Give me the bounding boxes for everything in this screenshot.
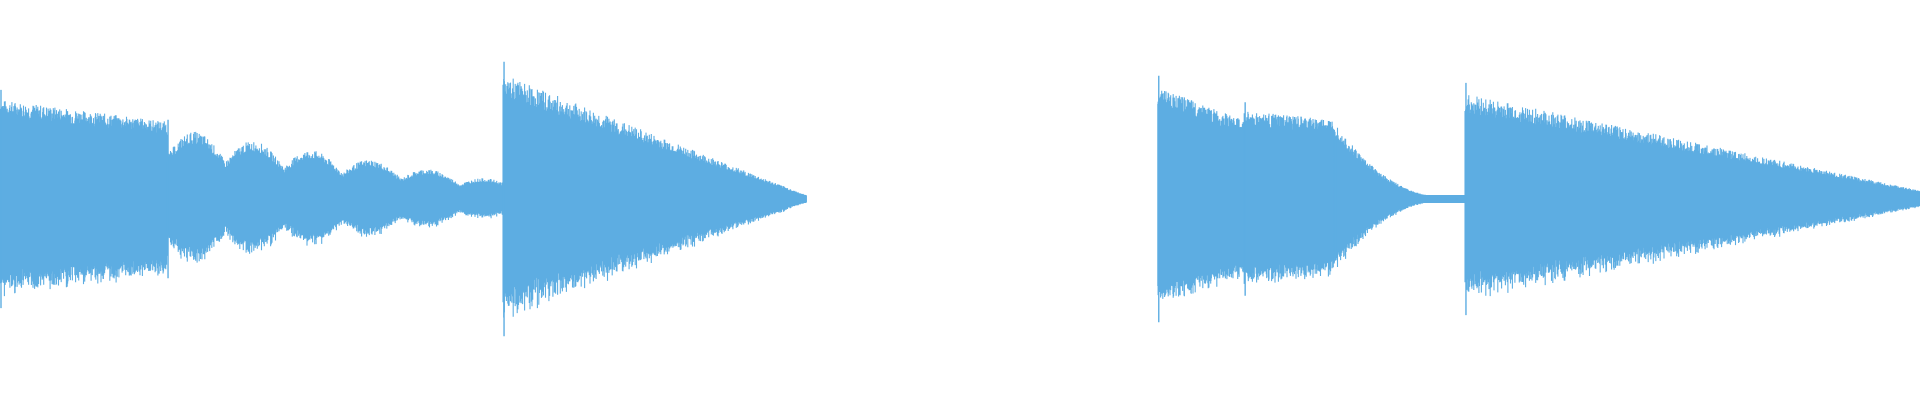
waveform-oscillation [1464, 95, 1920, 297]
waveform-segment-7 [1464, 82, 1920, 316]
waveform-oscillation [502, 78, 807, 318]
waveform-segment-5 [1243, 102, 1335, 296]
waveform-oscillation [0, 101, 168, 297]
waveform-oscillation [166, 131, 504, 263]
waveform-segment-2 [166, 119, 504, 279]
waveform-oscillation [1333, 127, 1459, 267]
waveform-segment-3 [502, 61, 807, 337]
waveform-oscillation [1157, 90, 1245, 299]
waveform-segment-1 [0, 89, 168, 309]
waveform-segment-6 [1333, 127, 1465, 267]
waveform-oscillation [1243, 111, 1335, 284]
waveform-segment-4 [1157, 75, 1245, 323]
